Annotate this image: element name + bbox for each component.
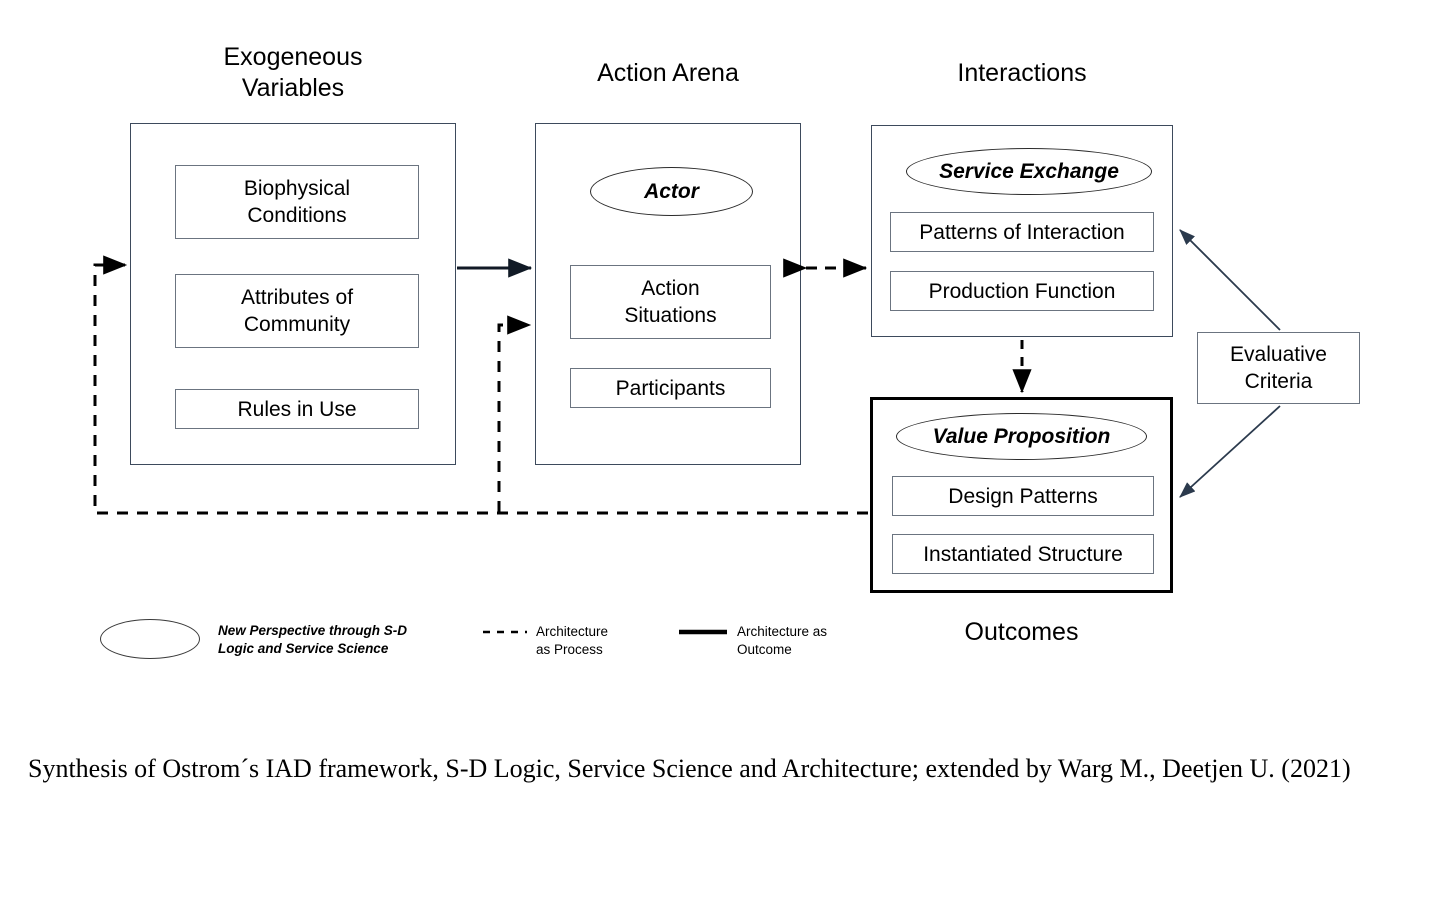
legend-label-architecture-as-outcome: Architecture as Outcome [737, 624, 828, 657]
box-design-patterns[interactable]: Design Patterns [892, 476, 1154, 516]
column-title-interactions: Interactions [957, 59, 1087, 87]
figure-caption: Synthesis of Ostrom´s IAD framework, S-D… [28, 754, 1351, 783]
ellipse-actor[interactable]: Actor [590, 167, 753, 216]
box-participants[interactable]: Participants [570, 368, 771, 408]
box-evaluative-criteria[interactable]: Evaluative Criteria [1197, 332, 1360, 404]
outcomes-label: Outcomes [964, 618, 1079, 646]
feedback-branch-to-action-arena [497, 315, 532, 512]
box-production-function[interactable]: Production Function [890, 271, 1154, 311]
arrow-evaluative-to-interactions [1179, 229, 1281, 331]
box-rules-in-use[interactable]: Rules in Use [175, 389, 419, 429]
column-title-action-arena: Action Arena [597, 59, 739, 87]
column-title-exogenous: Exogeneous Variables [223, 43, 363, 102]
ellipse-value-proposition[interactable]: Value Proposition [896, 413, 1147, 460]
box-attributes-of-community[interactable]: Attributes of Community [175, 274, 419, 348]
box-patterns-of-interaction[interactable]: Patterns of Interaction [890, 212, 1154, 252]
legend-ellipse-marker [100, 619, 200, 659]
arrow-evaluative-to-outcomes [1179, 405, 1281, 498]
box-instantiated-structure[interactable]: Instantiated Structure [892, 534, 1154, 574]
legend-label-new-perspective: New Perspective through S-D Logic and Se… [218, 623, 408, 656]
box-action-situations[interactable]: Action Situations [570, 265, 771, 339]
ellipse-service-exchange[interactable]: Service Exchange [906, 148, 1152, 195]
legend-label-architecture-as-process: Architecture as Process [536, 624, 609, 657]
box-biophysical-conditions[interactable]: Biophysical Conditions [175, 165, 419, 239]
